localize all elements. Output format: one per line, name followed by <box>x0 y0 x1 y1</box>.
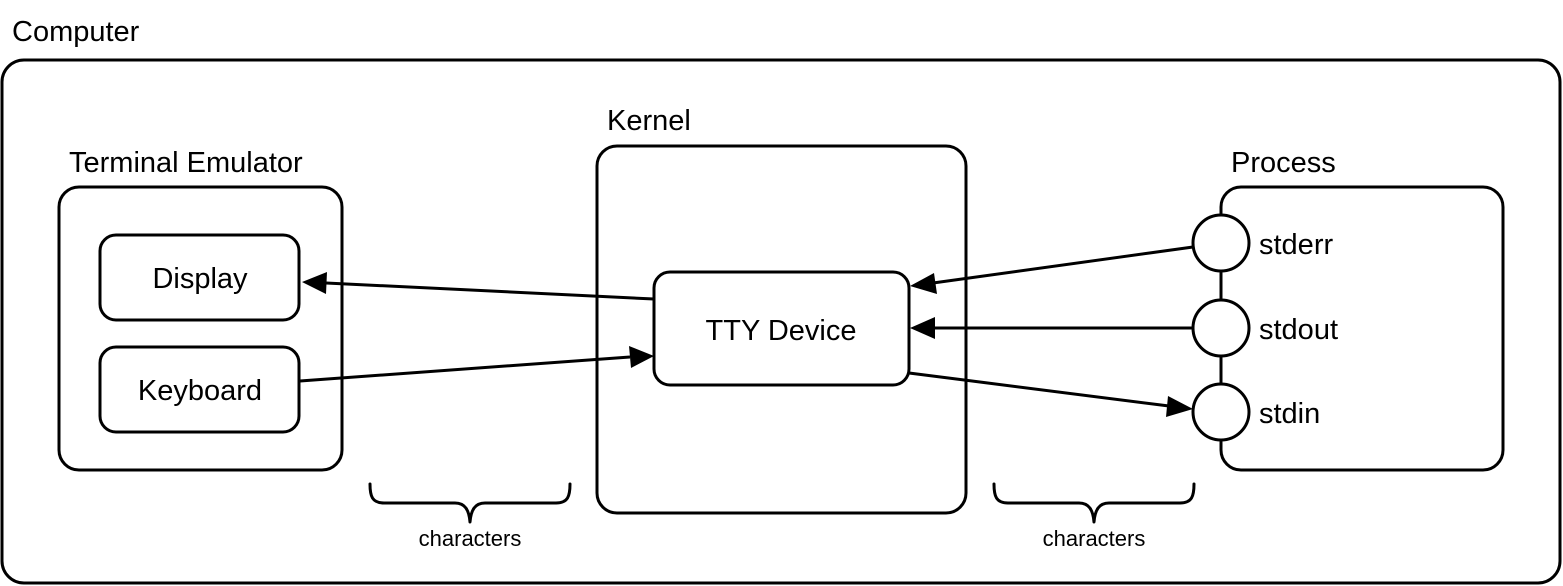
stderr-label: stderr <box>1259 229 1333 261</box>
terminal-emulator-label: Terminal Emulator <box>69 147 303 179</box>
arrowhead-tty-from-keyboard <box>629 346 654 368</box>
keyboard-label: Keyboard <box>138 375 262 407</box>
display-box <box>98 233 301 322</box>
right-brace <box>992 482 1196 524</box>
arrowhead-tty-from-stderr <box>910 273 937 294</box>
arrow-tty-to-stdin <box>908 371 1170 408</box>
stderr-port <box>1191 213 1251 273</box>
display-label: Display <box>152 263 248 295</box>
stdout-label: stdout <box>1259 314 1338 346</box>
kernel-label: Kernel <box>607 105 691 137</box>
arrow-tty-to-display <box>325 281 655 301</box>
arrowhead-display <box>302 272 327 294</box>
right-brace-label: characters <box>1043 526 1146 551</box>
arrowhead-stdin <box>1166 396 1193 417</box>
stdout-port <box>1191 298 1251 358</box>
arrow-stderr-to-tty <box>932 245 1194 285</box>
left-brace <box>368 482 572 524</box>
tty-device-label: TTY Device <box>706 315 857 347</box>
arrow-keyboard-to-tty <box>299 355 631 383</box>
stdin-label: stdin <box>1259 398 1320 430</box>
keyboard-box <box>98 345 301 434</box>
process-label: Process <box>1231 147 1336 179</box>
stdin-port <box>1191 382 1251 442</box>
tty-device-box <box>652 270 911 387</box>
arrowhead-tty-from-stdout <box>910 317 935 339</box>
left-brace-label: characters <box>419 526 522 551</box>
computer-label: Computer <box>12 16 140 48</box>
